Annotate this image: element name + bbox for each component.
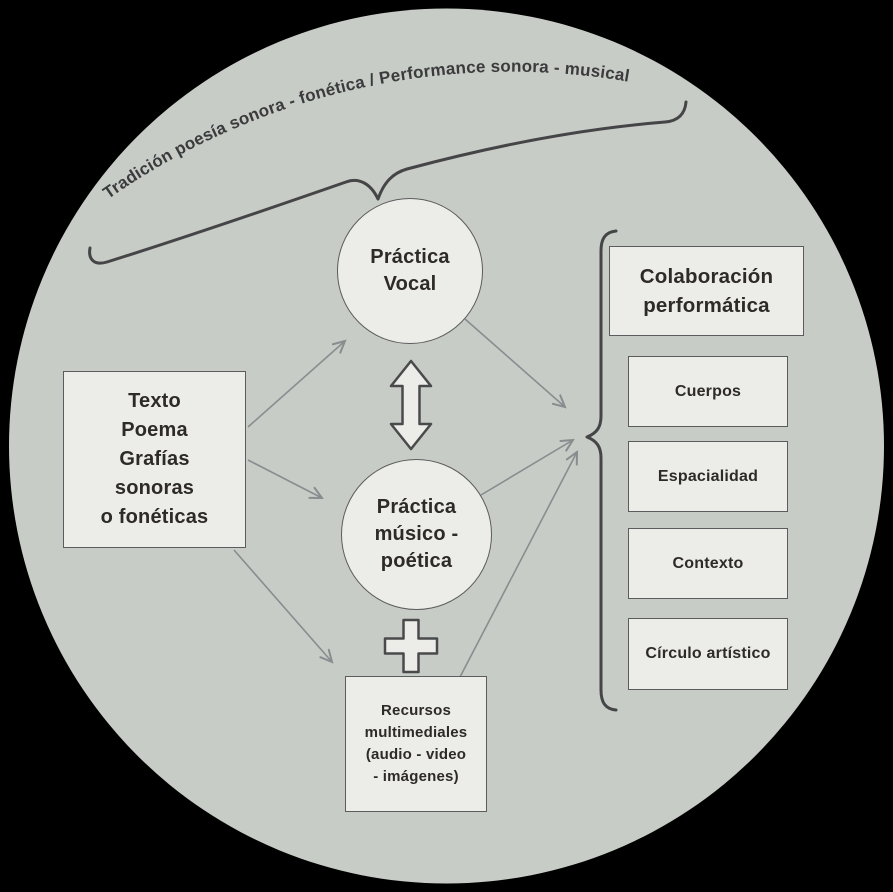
horizontal-curly-brace-icon: [88, 100, 688, 265]
vocal-line-2: Vocal: [383, 273, 437, 295]
arrow-recursos-to-colaboracion: [459, 452, 577, 678]
texto-line-1: Texto: [128, 390, 181, 412]
arrow-texto-to-musico: [247, 459, 322, 498]
texto-line-3: Grafías: [119, 448, 190, 470]
vertical-curly-brace-icon: [585, 229, 618, 712]
circulo-artistico-box: Círculo artístico: [628, 618, 788, 690]
recursos-line-3: (audio - video: [365, 746, 467, 763]
cuerpos-box: Cuerpos: [628, 356, 788, 427]
musico-line-2: músico -: [374, 523, 459, 545]
texto-line-2: Poema: [121, 419, 188, 441]
contexto-box: Contexto: [628, 528, 788, 599]
vocal-line-1: Práctica: [370, 246, 450, 268]
arrow-texto-to-vocal: [247, 341, 345, 428]
arrow-vocal-to-colaboracion: [464, 318, 565, 407]
plus-icon: [383, 618, 439, 674]
cuerpos-label: Cuerpos: [674, 382, 742, 400]
practica-vocal-node: Práctica Vocal: [337, 198, 483, 344]
recursos-line-4: - imágenes): [373, 768, 459, 785]
arrow-musico-to-colaboracion: [480, 440, 573, 496]
texto-line-5: o fonéticas: [100, 506, 209, 528]
texto-line-4: sonoras: [114, 477, 195, 499]
espacialidad-label: Espacialidad: [657, 467, 759, 485]
recursos-line-1: Recursos: [381, 702, 451, 719]
colab-line-2: performática: [643, 294, 770, 317]
texto-poema-box: Texto Poema Grafías sonoras o fonéticas: [63, 371, 246, 548]
circulo-artistico-label: Círculo artístico: [645, 645, 771, 662]
contexto-label: Contexto: [672, 554, 744, 572]
arrow-group: [233, 318, 577, 678]
up-down-double-arrow-icon: [389, 359, 433, 451]
espacialidad-box: Espacialidad: [628, 441, 788, 512]
musico-line-3: poética: [380, 550, 453, 572]
arrow-texto-to-recursos: [233, 549, 332, 662]
colaboracion-performatica-box: Colaboración performática: [609, 246, 804, 336]
colab-line-1: Colaboración: [639, 265, 774, 288]
recursos-multimediales-box: Recursos multimediales (audio - video - …: [345, 676, 487, 812]
musico-line-1: Práctica: [376, 496, 457, 518]
recursos-line-2: multimediales: [364, 724, 468, 741]
practica-musico-poetica-node: Práctica músico - poética: [341, 459, 492, 610]
